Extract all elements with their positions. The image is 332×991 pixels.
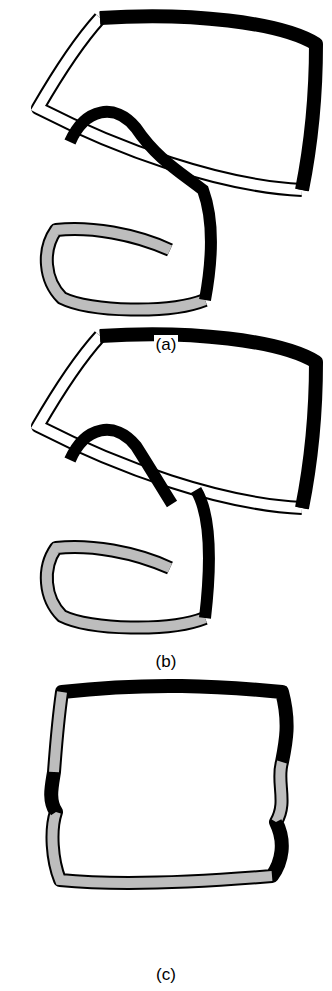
ribbon-loops-a [38,16,316,309]
panel-label: (a) [154,335,179,355]
ribbon-loops-b [38,334,316,627]
ribbon-loop-c [51,686,286,883]
panel-label: (c) [154,965,178,985]
panel-label: (b) [154,652,179,672]
